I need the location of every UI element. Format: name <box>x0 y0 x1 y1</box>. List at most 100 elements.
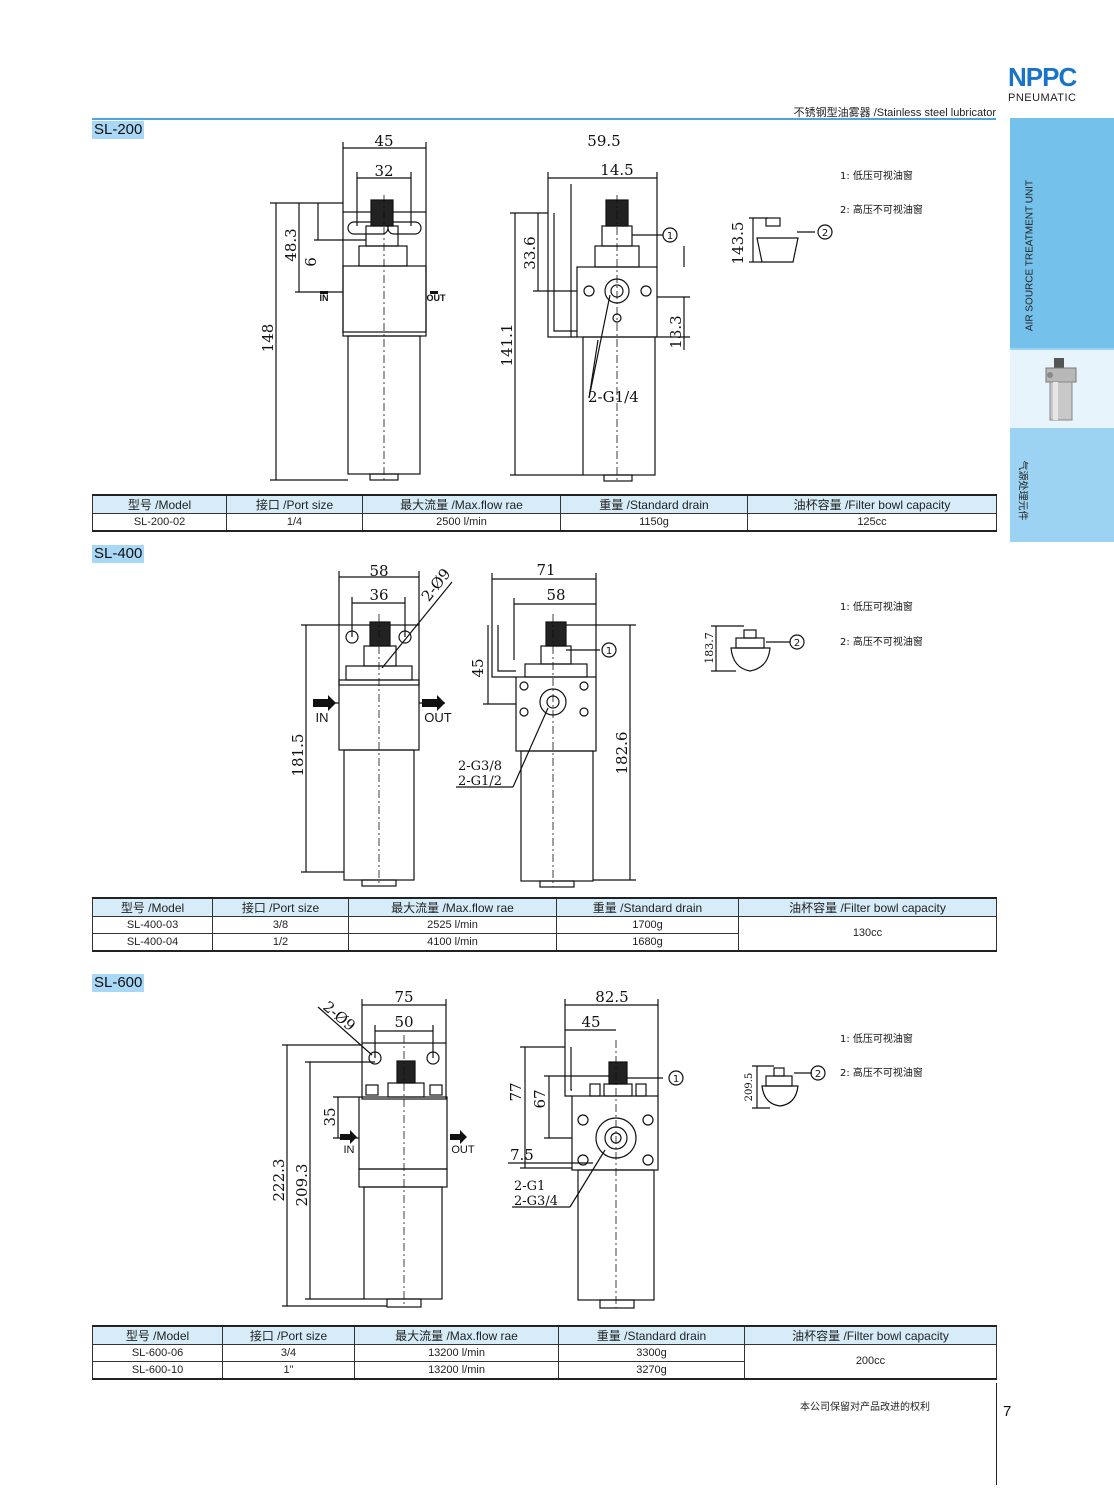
cell-model: SL-600-10 <box>92 1361 223 1379</box>
header-flow: 最大流量 /Max.flow rae <box>348 897 557 917</box>
dim-sl200-gauge: 143.5 <box>729 222 747 265</box>
cell-weight: 3270g <box>558 1361 745 1379</box>
dim-sl200-width: 45 <box>374 132 393 150</box>
table-row: SL-600-10 1" 13200 l/min 3270g <box>92 1361 997 1379</box>
cell-model: SL-400-04 <box>92 933 213 951</box>
dim-sl400-inner: 36 <box>369 586 388 604</box>
dim-sl400-side-width: 71 <box>536 561 555 579</box>
note1-sl200: 1: 低压可视油窗 <box>840 169 913 182</box>
dim-sl200-side-h3: 13.3 <box>667 315 685 348</box>
cell-weight: 1150g <box>560 513 748 531</box>
dim-sl600-height2: 209.3 <box>293 1164 311 1207</box>
table-row: SL-400-03 3/8 2525 l/min 1700g 130cc <box>92 916 997 951</box>
dim-sl400-side-h2: 182.6 <box>613 732 631 775</box>
section-label-sl200: SL-200 <box>92 121 145 139</box>
dim-sl200-side-width: 59.5 <box>587 132 620 150</box>
header-model: 型号 /Model <box>92 1325 223 1345</box>
dim-sl400-side-h1: 45 <box>469 658 487 677</box>
dim-sl600-small: 35 <box>321 1107 339 1126</box>
dim-sl400-width: 58 <box>369 562 388 580</box>
label-sl400-out: OUT <box>424 710 452 725</box>
dim-sl600-inner: 50 <box>394 1013 413 1031</box>
dim-sl600-width: 75 <box>394 988 413 1006</box>
cell-port: 1" <box>222 1361 355 1379</box>
side-band-top <box>1010 118 1114 348</box>
callout-1-sl200: 1 <box>667 231 673 242</box>
callout-2-sl200: 2 <box>822 228 828 239</box>
dim-sl600-side-h1: 77 <box>507 1082 525 1101</box>
callout-2-sl600: 2 <box>815 1069 821 1080</box>
cell-capacity: 200cc <box>744 1344 997 1379</box>
dim-sl600-height: 222.3 <box>270 1159 288 1202</box>
dim-sl600-side-offset: 45 <box>581 1013 600 1031</box>
cell-weight: 3300g <box>558 1344 745 1362</box>
dim-sl400-gauge: 183.7 <box>703 632 716 664</box>
cell-weight: 1680g <box>556 933 739 951</box>
dim-sl400-height: 181.5 <box>289 734 307 777</box>
label-sl200-out: OUT <box>427 293 447 303</box>
label-sl600-in: IN <box>344 1144 355 1156</box>
cell-flow: 13200 l/min <box>354 1344 559 1362</box>
cell-port: 1/2 <box>212 933 349 951</box>
drawing-sl600: 75 50 2-Ø9 35 222.3 209.3 IN OUT 82.5 45… <box>0 985 1000 1320</box>
header-weight: 重量 /Standard drain <box>560 494 748 514</box>
dim-sl600-port2: 2-G3/4 <box>514 1194 558 1209</box>
dim-sl600-side-h2: 67 <box>531 1089 549 1108</box>
dim-sl200-side-offset: 14.5 <box>600 161 633 179</box>
footer-note: 本公司保留对产品改进的权利 <box>800 1402 930 1413</box>
drawing-sl400: 58 36 2-Ø9 181.5 IN OUT 71 58 45 182.6 2… <box>0 555 1000 890</box>
dim-sl200-height: 148 <box>259 324 277 353</box>
dim-sl200-port: 2-G1/4 <box>588 388 639 406</box>
side-category-en: AIR SOURCE TREATMENT UNIT <box>1024 179 1036 332</box>
cell-port: 3/4 <box>222 1344 355 1362</box>
callout-2-sl400: 2 <box>794 638 800 649</box>
label-sl200-in: IN <box>320 293 329 303</box>
header-flow: 最大流量 /Max.flow rae <box>362 494 561 514</box>
table-header-row: 型号 /Model 接口 /Port size 最大流量 /Max.flow r… <box>92 1325 997 1345</box>
note1-sl600: 1: 低压可视油窗 <box>840 1032 913 1045</box>
drawing-sl200: 45 32 48.3 6 148 IN OUT 59.5 14.5 33.6 1… <box>0 125 1000 490</box>
dim-sl400-port1: 2-G3/8 <box>458 759 502 774</box>
logo-subtitle: PNEUMATIC <box>1008 92 1077 104</box>
note2-sl200: 2: 高压不可视油窗 <box>840 203 923 216</box>
cell-port: 1/4 <box>226 513 363 531</box>
table-header-row: 型号 /Model 接口 /Port size 最大流量 /Max.flow r… <box>92 494 997 514</box>
logo-wordmark: NPPC <box>1008 62 1077 92</box>
header-weight: 重量 /Standard drain <box>556 897 739 917</box>
header-rule <box>92 118 996 120</box>
header-capacity: 油杯容量 /Filter bowl capacity <box>738 897 997 917</box>
callout-1-sl600: 1 <box>673 1074 679 1085</box>
dim-sl600-side-h3: 7.5 <box>510 1146 534 1164</box>
callout-1-sl400: 1 <box>606 646 612 657</box>
cell-flow: 2525 l/min <box>348 916 557 934</box>
header-port: 接口 /Port size <box>222 1325 355 1345</box>
label-sl400-in: IN <box>316 710 329 725</box>
table-row: SL-400-04 1/2 4100 l/min 1680g <box>92 933 997 951</box>
section-label-sl600: SL-600 <box>92 974 145 992</box>
dim-sl400-side-offset: 58 <box>546 586 565 604</box>
header-port: 接口 /Port size <box>226 494 363 514</box>
dim-sl200-top: 48.3 <box>282 228 300 261</box>
section-label-sl400: SL-400 <box>92 545 145 563</box>
header-model: 型号 /Model <box>92 494 227 514</box>
spec-table-sl400: 型号 /Model 接口 /Port size 最大流量 /Max.flow r… <box>92 897 997 952</box>
dim-sl600-side-width: 82.5 <box>595 988 628 1006</box>
dim-sl600-holes: 2-Ø9 <box>319 998 358 1035</box>
dim-sl600-port1: 2-G1 <box>514 1179 545 1194</box>
header-model: 型号 /Model <box>92 897 213 917</box>
header-flow: 最大流量 /Max.flow rae <box>354 1325 559 1345</box>
dim-sl200-side-h2: 141.1 <box>498 324 516 367</box>
note2-sl400: 2: 高压不可视油窗 <box>840 635 923 648</box>
table-header-row: 型号 /Model 接口 /Port size 最大流量 /Max.flow r… <box>92 897 997 917</box>
footer-rule <box>996 1383 997 1485</box>
brand-logo: NPPC PNEUMATIC <box>1008 64 1080 104</box>
spec-table-sl200: 型号 /Model 接口 /Port size 最大流量 /Max.flow r… <box>92 494 997 532</box>
dim-sl400-port2: 2-G1/2 <box>458 774 502 789</box>
note2-sl600: 2: 高压不可视油窗 <box>840 1066 923 1079</box>
header-capacity: 油杯容量 /Filter bowl capacity <box>744 1325 997 1345</box>
cell-weight: 1700g <box>556 916 739 934</box>
dim-sl200-side-h1: 33.6 <box>521 236 539 269</box>
cell-port: 3/8 <box>212 916 349 934</box>
dim-sl600-gauge: 209.5 <box>744 1073 755 1102</box>
dim-sl200-small: 6 <box>302 257 320 267</box>
